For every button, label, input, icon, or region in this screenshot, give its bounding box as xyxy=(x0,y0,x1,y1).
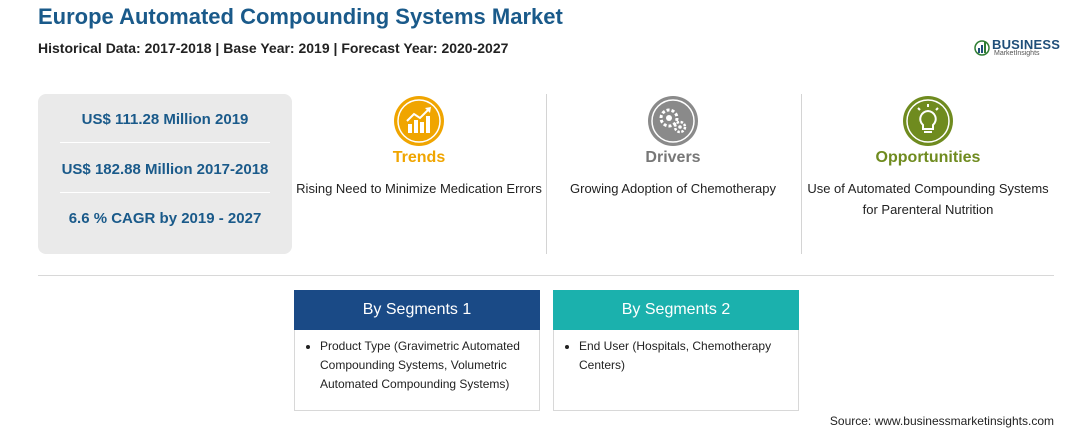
gears-icon xyxy=(646,94,700,148)
segment-card-2: By Segments 2 End User (Hospitals, Chemo… xyxy=(553,290,799,411)
trends-description: Rising Need to Minimize Medication Error… xyxy=(296,181,542,196)
source-credit: Source: www.businessmarketinsights.com xyxy=(829,414,1054,428)
stat-divider xyxy=(60,192,270,193)
brand-logo: BUSINESS MarketInsights xyxy=(974,36,1064,62)
segment-2-list: End User (Hospitals, Chemotherapy Center… xyxy=(554,337,800,375)
segment-1-list: Product Type (Gravimetric Automated Comp… xyxy=(295,337,541,394)
stat-market-2019: US$ 111.28 Million 2019 xyxy=(81,111,249,128)
lightbulb-icon xyxy=(901,94,955,148)
key-stats-panel: US$ 111.28 Million 2019 US$ 182.88 Milli… xyxy=(38,94,292,254)
logo-text-sub: MarketInsights xyxy=(994,50,1040,57)
segment-2-item: End User (Hospitals, Chemotherapy Center… xyxy=(579,337,792,375)
column-divider xyxy=(546,94,547,254)
drivers-heading: Drivers xyxy=(645,149,701,166)
trends-heading: Trends xyxy=(392,149,446,166)
drivers-description: Growing Adoption of Chemotherapy xyxy=(570,181,776,196)
stat-divider xyxy=(60,142,270,143)
opportunities-description: Use of Automated Compounding Systems for… xyxy=(807,181,1049,217)
segment-1-title: By Segments 1 xyxy=(294,290,540,330)
stat-cagr: 6.6 % CAGR by 2019 - 2027 xyxy=(68,210,262,227)
segment-1-item: Product Type (Gravimetric Automated Comp… xyxy=(320,337,533,394)
logo-text-main: BUSINESS xyxy=(992,37,1061,52)
segment-card-1: By Segments 1 Product Type (Gravimetric … xyxy=(294,290,540,411)
trend-chart-icon xyxy=(392,94,446,148)
page-subtitle: Historical Data: 2017-2018 | Base Year: … xyxy=(38,40,509,56)
column-divider xyxy=(801,94,802,254)
stat-market-historical: US$ 182.88 Million 2017-2018 xyxy=(61,161,269,178)
globe-icon xyxy=(974,40,990,56)
segment-2-title: By Segments 2 xyxy=(553,290,799,330)
page-title: Europe Automated Compounding Systems Mar… xyxy=(38,4,563,29)
section-divider xyxy=(38,275,1054,276)
opportunities-heading: Opportunities xyxy=(875,149,981,166)
